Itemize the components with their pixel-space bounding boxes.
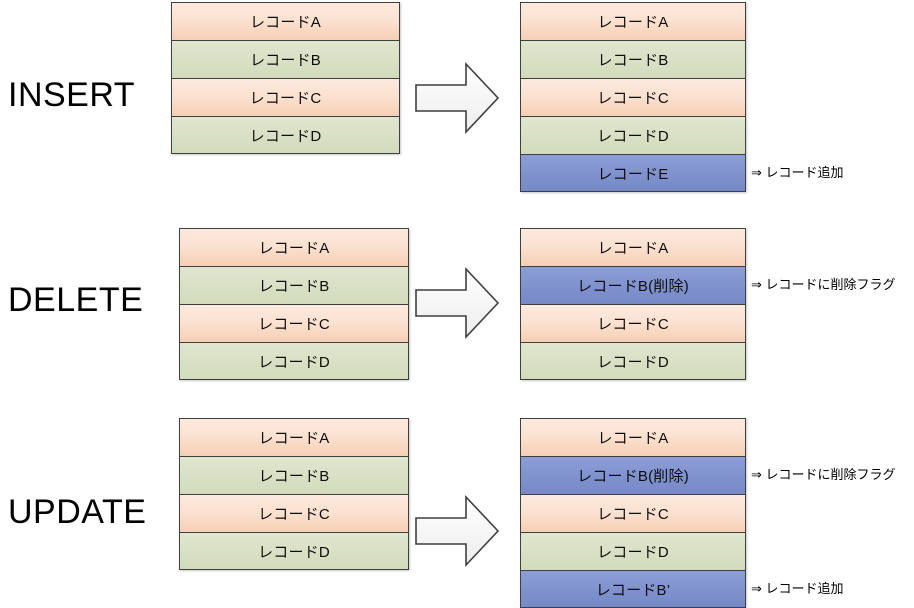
record-row: レコードA bbox=[520, 2, 746, 40]
operation-label-insert: INSERT bbox=[8, 76, 136, 114]
record-row: レコードB(削除) bbox=[520, 456, 746, 494]
record-row: レコードB’ bbox=[520, 570, 746, 608]
record-row: レコードB bbox=[179, 266, 409, 304]
record-row: レコードA bbox=[171, 2, 400, 40]
record-row: レコードD bbox=[179, 342, 409, 380]
record-row: レコードA bbox=[520, 228, 746, 266]
record-row: レコードD bbox=[520, 532, 746, 570]
record-row: レコードC bbox=[179, 304, 409, 342]
record-row: レコードC bbox=[171, 78, 400, 116]
record-annotation: ⇒ レコードに削除フラグ bbox=[751, 277, 896, 292]
right-block-arrow-icon bbox=[414, 61, 500, 135]
record-row: レコードA bbox=[520, 418, 746, 456]
record-annotation: ⇒ レコードに削除フラグ bbox=[751, 467, 896, 482]
record-row: レコードC bbox=[520, 304, 746, 342]
record-row: レコードC bbox=[520, 494, 746, 532]
record-row: レコードA bbox=[179, 418, 409, 456]
record-row: レコードC bbox=[179, 494, 409, 532]
operation-label-delete: DELETE bbox=[8, 281, 144, 319]
record-row: レコードD bbox=[520, 116, 746, 154]
record-row: レコードB(削除) bbox=[520, 266, 746, 304]
record-row: レコードC bbox=[520, 78, 746, 116]
record-row: レコードB bbox=[171, 40, 400, 78]
record-row: レコードE bbox=[520, 154, 746, 192]
record-row: レコードB bbox=[179, 456, 409, 494]
operation-label-update: UPDATE bbox=[8, 493, 147, 531]
record-row: レコードA bbox=[179, 228, 409, 266]
record-row: レコードD bbox=[179, 532, 409, 570]
record-row: レコードB bbox=[520, 40, 746, 78]
record-row: レコードD bbox=[171, 116, 400, 154]
right-block-arrow-icon bbox=[414, 266, 500, 340]
record-annotation: ⇒ レコード追加 bbox=[751, 581, 844, 596]
record-annotation: ⇒ レコード追加 bbox=[751, 165, 844, 180]
right-block-arrow-icon bbox=[414, 494, 500, 568]
record-row: レコードD bbox=[520, 342, 746, 380]
